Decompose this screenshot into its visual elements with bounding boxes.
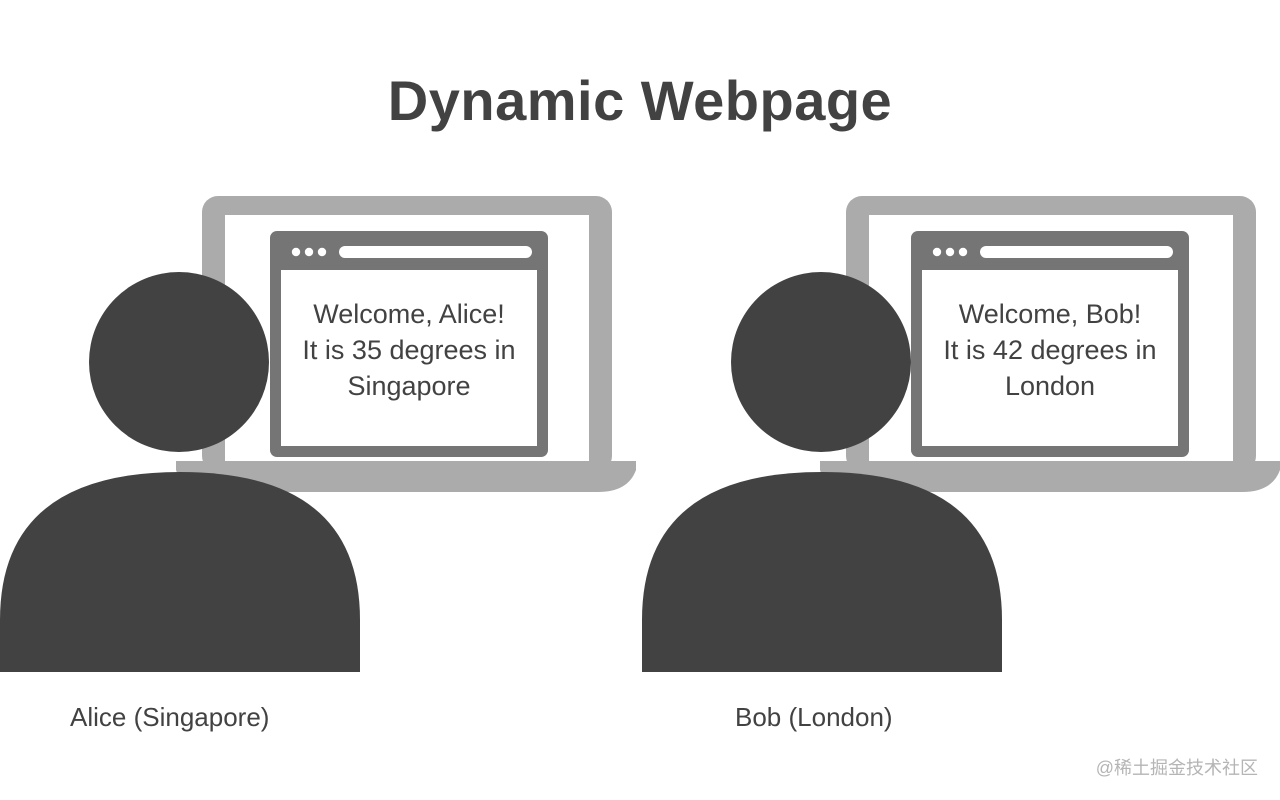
caption-bob: Bob (London) bbox=[735, 702, 893, 733]
screen-message-alice: Welcome, Alice! It is 35 degrees in Sing… bbox=[278, 296, 540, 404]
message-line: London bbox=[919, 368, 1181, 404]
scene-bob: Welcome, Bob! It is 42 degrees in London… bbox=[642, 0, 1280, 800]
message-line: Singapore bbox=[278, 368, 540, 404]
scene-alice: Welcome, Alice! It is 35 degrees in Sing… bbox=[0, 0, 640, 800]
message-line: It is 35 degrees in bbox=[278, 332, 540, 368]
message-line: Welcome, Alice! bbox=[278, 296, 540, 332]
watermark: @稀土掘金技术社区 bbox=[1096, 754, 1258, 780]
screen-message-bob: Welcome, Bob! It is 42 degrees in London bbox=[919, 296, 1181, 404]
caption-alice: Alice (Singapore) bbox=[70, 702, 269, 733]
message-line: Welcome, Bob! bbox=[919, 296, 1181, 332]
message-line: It is 42 degrees in bbox=[919, 332, 1181, 368]
